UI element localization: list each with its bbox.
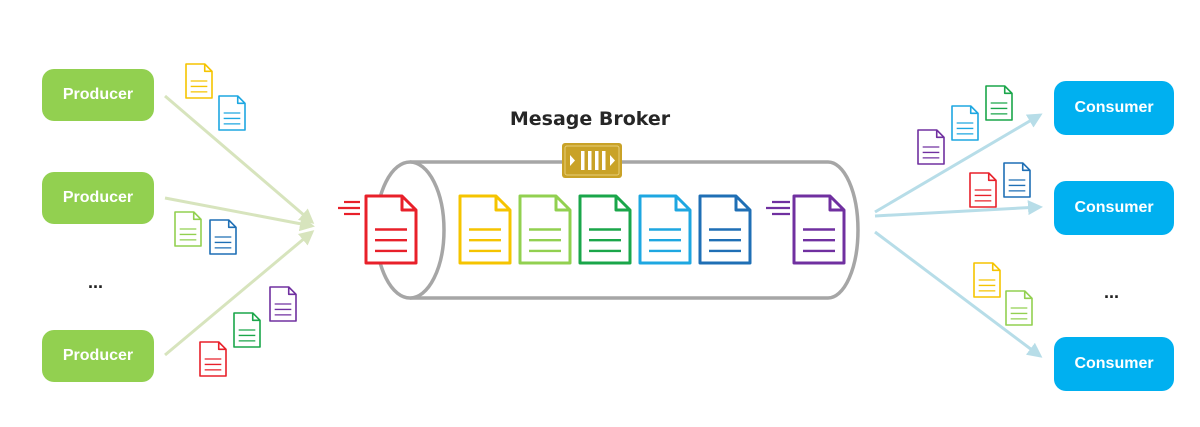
- broker-title: Mesage Broker: [509, 108, 671, 130]
- document-icon: [185, 63, 213, 99]
- document-icon: [199, 341, 227, 377]
- document-icon: [1003, 162, 1031, 198]
- message-documents: [174, 63, 1033, 377]
- consumer-node[interactable]: Consumer: [1054, 337, 1174, 391]
- consumer-arrow: [874, 230, 1043, 358]
- producer-arrow: [164, 230, 315, 357]
- producer-node[interactable]: Producer: [42, 330, 154, 382]
- consumer-ellipsis: ...: [1104, 282, 1120, 302]
- document-icon: [218, 95, 246, 131]
- queue-icon: [562, 143, 622, 178]
- document-icon: [233, 312, 261, 348]
- document-icon: [364, 194, 418, 265]
- producer-arrow: [164, 94, 315, 224]
- document-icon: [269, 286, 297, 322]
- document-icon: [578, 194, 632, 265]
- document-icon: [174, 211, 202, 247]
- document-icon: [698, 194, 752, 265]
- consumer-node[interactable]: Consumer: [1054, 81, 1174, 135]
- producer-ellipsis: ...: [88, 272, 104, 292]
- document-icon: [985, 85, 1013, 121]
- consumer-node[interactable]: Consumer: [1054, 181, 1174, 235]
- motion-lines: [338, 200, 790, 216]
- document-icon: [973, 262, 1001, 298]
- document-icon: [792, 194, 846, 265]
- producer-node[interactable]: Producer: [42, 172, 154, 224]
- document-icon: [1005, 290, 1033, 326]
- document-icon: [518, 194, 572, 265]
- consumer-arrow: [874, 200, 1043, 218]
- document-icon: [969, 172, 997, 208]
- consumer-arrows: [874, 113, 1043, 358]
- producer-arrow: [164, 196, 315, 232]
- consumer-arrow: [874, 113, 1043, 214]
- document-icon: [917, 129, 945, 165]
- producer-arrows: [164, 94, 315, 357]
- document-icon: [209, 219, 237, 255]
- producer-node[interactable]: Producer: [42, 69, 154, 121]
- document-icon: [951, 105, 979, 141]
- document-icon: [458, 194, 512, 265]
- document-icon: [638, 194, 692, 265]
